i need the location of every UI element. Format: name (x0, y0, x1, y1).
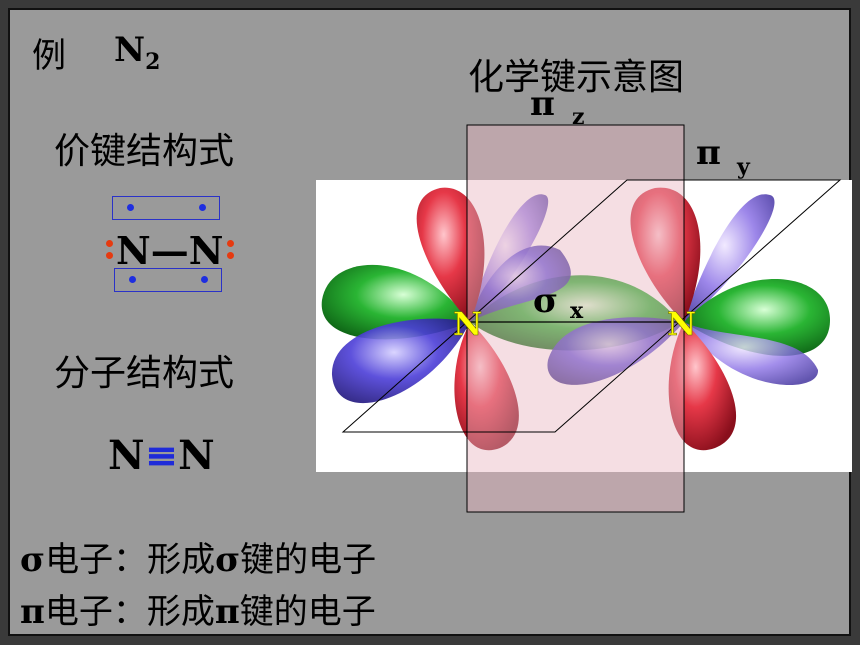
sigma-text-a: 电子：形成 (45, 540, 216, 580)
molecule-symbol: N (114, 30, 146, 70)
sigma-text-b: 键的电子 (240, 540, 377, 580)
lone-pair-dot (227, 252, 234, 259)
molecule-subscript: 2 (145, 49, 161, 75)
sigma-symbol: σ (20, 540, 46, 580)
valence-structure-heading: 价键结构式 (54, 131, 235, 172)
pi-text-b: 键的电子 (239, 592, 376, 632)
lewis-structure: N—N (100, 196, 240, 296)
middle-blue-lobe-upper (470, 245, 571, 322)
lone-pair-dot (106, 252, 113, 259)
electron-dot (201, 276, 208, 283)
pi-z-subscript: z (572, 104, 585, 130)
pi-symbol-inline: π (214, 592, 240, 632)
sigma-x-symbol: σ (533, 281, 558, 321)
sigma-electron-note: σ电子：形成σ键的电子 (20, 532, 376, 581)
triple-right-atom: N (178, 432, 215, 479)
pi-z-lobe-right-top (630, 187, 701, 322)
triple-bond-formula: N≡N (108, 432, 215, 479)
sigma-symbol-inline: σ (215, 540, 241, 580)
pi-y-lobe-back-right (684, 194, 775, 322)
lone-pair-dot (106, 240, 113, 247)
lewis-bond-line: N—N (116, 228, 224, 273)
pi-z-lobe-left-bottom (454, 322, 519, 451)
example-label: 例 (32, 36, 66, 76)
pi-z-plane (466, 124, 685, 513)
lone-pair-dot (227, 240, 234, 247)
atom-label-left: N (453, 305, 482, 343)
shared-pair-box-bottom (114, 268, 222, 292)
pi-z-symbol: π (530, 84, 555, 124)
pi-electron-note: π电子：形成π键的电子 (20, 584, 376, 633)
left-outer-blue-lobe (331, 318, 470, 404)
right-outer-violet-lobe (684, 322, 819, 386)
triple-left-atom: N (108, 432, 145, 479)
pi-z-lobe-right-bottom (668, 322, 737, 451)
pi-y-subscript: y (736, 154, 751, 180)
sigma-x-subscript: x (570, 298, 584, 324)
triple-bond-symbol: ≡ (144, 432, 179, 479)
electron-dot (127, 204, 134, 211)
molecule-formula: N2 (114, 30, 160, 75)
pi-symbol: π (20, 592, 45, 632)
pi-text-a: 电子：形成 (44, 592, 215, 632)
molecular-structure-heading: 分子结构式 (54, 353, 235, 394)
atom-label-right: N (667, 305, 696, 343)
pi-y-symbol: π (696, 133, 721, 173)
electron-dot (129, 276, 136, 283)
pi-y-plane (341, 179, 842, 433)
middle-blue-lobe-lower (547, 317, 684, 385)
diagram-title: 化学键示意图 (468, 57, 685, 98)
electron-dot (199, 204, 206, 211)
shared-pair-box-top (112, 196, 220, 220)
